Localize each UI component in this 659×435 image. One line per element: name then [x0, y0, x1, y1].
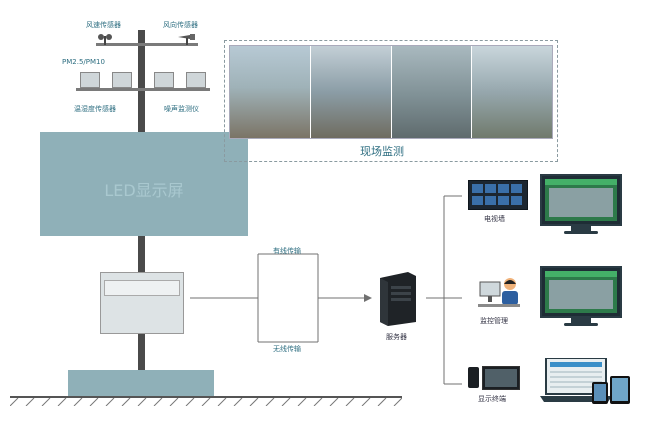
- desktop-icon: [482, 366, 520, 390]
- video-wall-icon: [468, 180, 528, 210]
- server-icon: [376, 272, 420, 326]
- site-photo-2: [310, 46, 392, 138]
- sensor-box-4: [186, 72, 206, 88]
- led-display-panel: [40, 132, 248, 236]
- tablet-icon-1: [592, 382, 608, 404]
- ground-line: [10, 396, 402, 398]
- wind-speed-sensor-icon: [98, 32, 112, 45]
- wind-direction-sensor-icon: [178, 32, 196, 45]
- sensor-box-1: [80, 72, 100, 88]
- display-terminal-label: 显示终端: [478, 395, 506, 403]
- monitor-stand-1: [571, 226, 591, 231]
- site-photo-3: [391, 46, 473, 138]
- site-photo-strip: [229, 45, 553, 139]
- video-wall-label: 电视墙: [484, 215, 505, 223]
- pm-label: PM2.5/PM10: [62, 58, 105, 66]
- wireless-transmission-label: 无线传输: [273, 345, 301, 353]
- site-photo-1: [230, 46, 311, 138]
- monitor-screen-2: [540, 266, 622, 318]
- led-display-label: LED显示屏: [104, 181, 184, 200]
- noise-monitor-label: 噪声监测仪: [164, 105, 199, 113]
- monitor-screen-1: [540, 174, 622, 226]
- server-label: 服务器: [386, 333, 407, 341]
- wired-transmission-label: 有线传输: [273, 247, 301, 255]
- temp-humidity-label: 温湿度传感器: [74, 105, 116, 113]
- sensor-box-2: [112, 72, 132, 88]
- site-monitoring-label: 现场监测: [360, 145, 404, 158]
- phone-icon: [468, 367, 479, 388]
- top-crossbar: [96, 43, 198, 46]
- tablet-icon-2: [610, 376, 630, 404]
- site-photo-4: [472, 46, 552, 138]
- sensor-box-3: [154, 72, 174, 88]
- wind-direction-label: 风向传感器: [163, 21, 198, 29]
- monitor-stand-2: [571, 318, 591, 323]
- monitor-center-label: 监控管理: [480, 317, 508, 325]
- site-monitoring-frame: [224, 40, 558, 162]
- wind-speed-label: 风速传感器: [86, 21, 121, 29]
- operator-icon: [478, 276, 522, 312]
- monitor-foot-2: [564, 323, 598, 326]
- monitor-foot-1: [564, 231, 598, 234]
- middle-crossbar: [76, 88, 210, 91]
- base-block: [68, 370, 214, 396]
- ground-hatch: [10, 398, 402, 406]
- cabinet-top: [104, 280, 180, 296]
